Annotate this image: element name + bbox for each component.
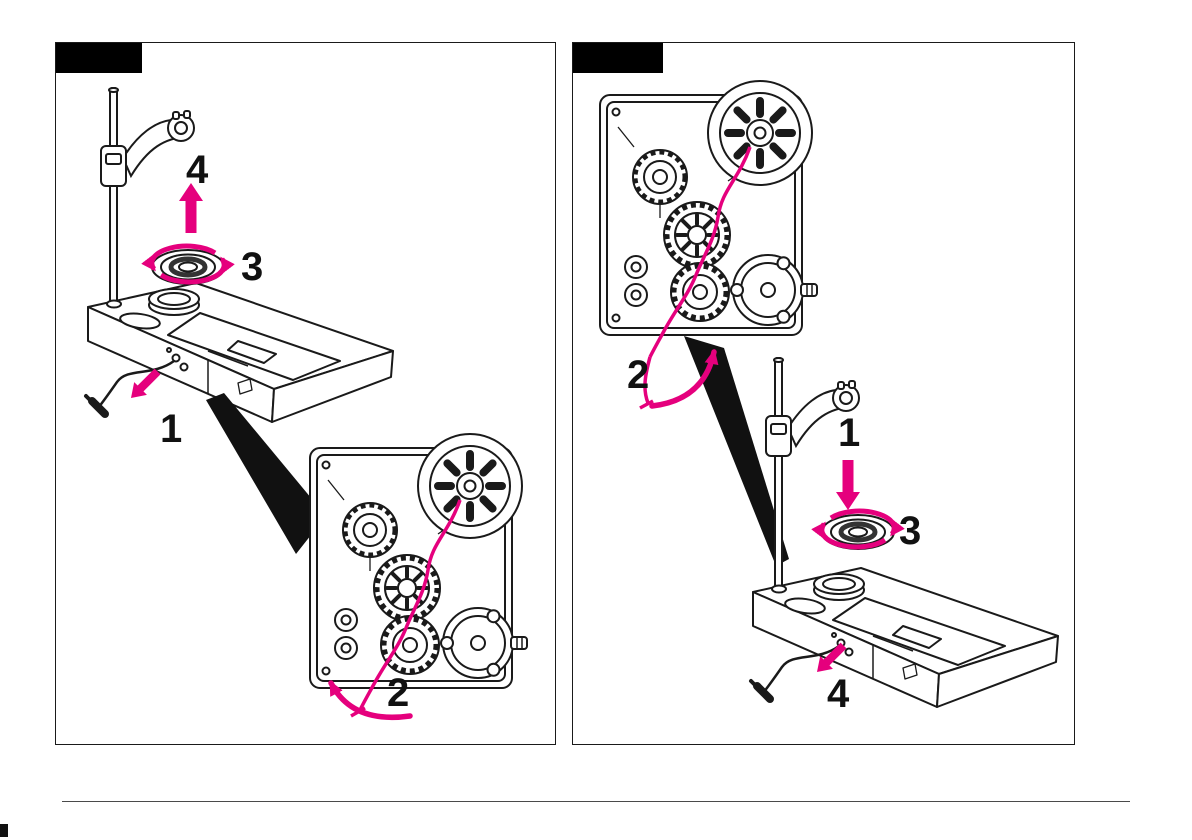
left-step-number-3: 3	[241, 245, 263, 289]
left-step-number-2: 2	[387, 671, 409, 715]
footer-rule	[62, 801, 1130, 802]
caption-box-left	[56, 43, 142, 73]
page-corner-mark	[0, 824, 8, 837]
right-step-number-3: 3	[899, 509, 921, 553]
left-step-number-1: 1	[160, 407, 182, 451]
panel-left	[55, 42, 556, 745]
left-step-number-4: 4	[186, 148, 208, 192]
right-step-number-4: 4	[827, 672, 849, 716]
right-step-number-2: 2	[627, 353, 649, 397]
caption-box-right	[573, 43, 663, 73]
right-step-number-1: 1	[838, 411, 860, 455]
